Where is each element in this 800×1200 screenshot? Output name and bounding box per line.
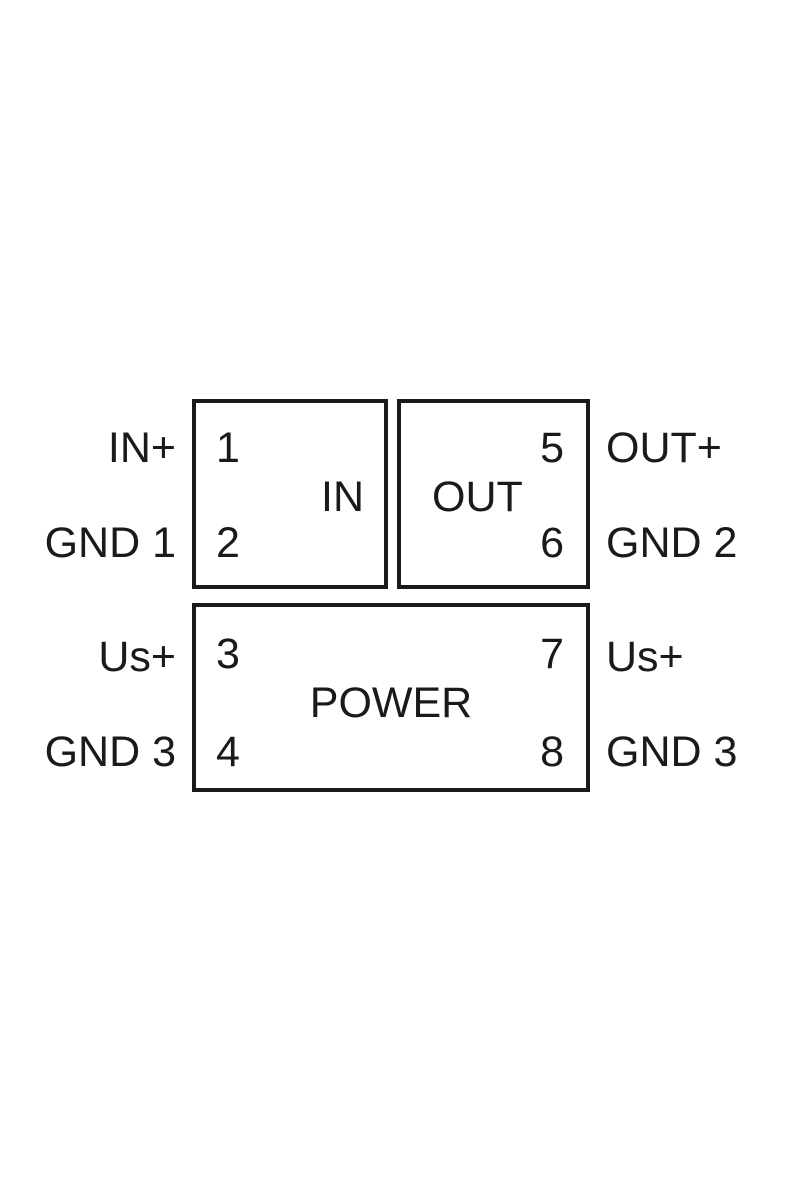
pin-4-number: 4 [216, 728, 240, 776]
terminal-label-pin-2: GND 1 [44, 519, 176, 567]
pin-5-number: 5 [540, 424, 564, 472]
out-block-label: OUT [432, 473, 523, 521]
pin-8-number: 8 [540, 728, 564, 776]
terminal-label-pin-3: Us+ [98, 633, 176, 681]
terminal-label-pin-8: GND 3 [606, 728, 738, 776]
terminal-label-pin-5: OUT+ [606, 424, 722, 472]
in-block: 1 2 IN [192, 399, 388, 589]
pin-3-number: 3 [216, 630, 240, 678]
pin-1-number: 1 [216, 424, 240, 472]
terminal-label-pin-4: GND 3 [44, 728, 176, 776]
power-block-label: POWER [309, 679, 473, 727]
power-block: 3 4 7 8 POWER [192, 603, 590, 792]
terminal-label-pin-6: GND 2 [606, 519, 738, 567]
terminal-label-pin-7: Us+ [606, 633, 684, 681]
terminal-label-pin-1: IN+ [107, 424, 176, 472]
pin-2-number: 2 [216, 519, 240, 567]
in-block-label: IN [321, 473, 364, 521]
out-block: 5 6 OUT [397, 399, 590, 589]
pin-7-number: 7 [540, 630, 564, 678]
pin-6-number: 6 [540, 519, 564, 567]
